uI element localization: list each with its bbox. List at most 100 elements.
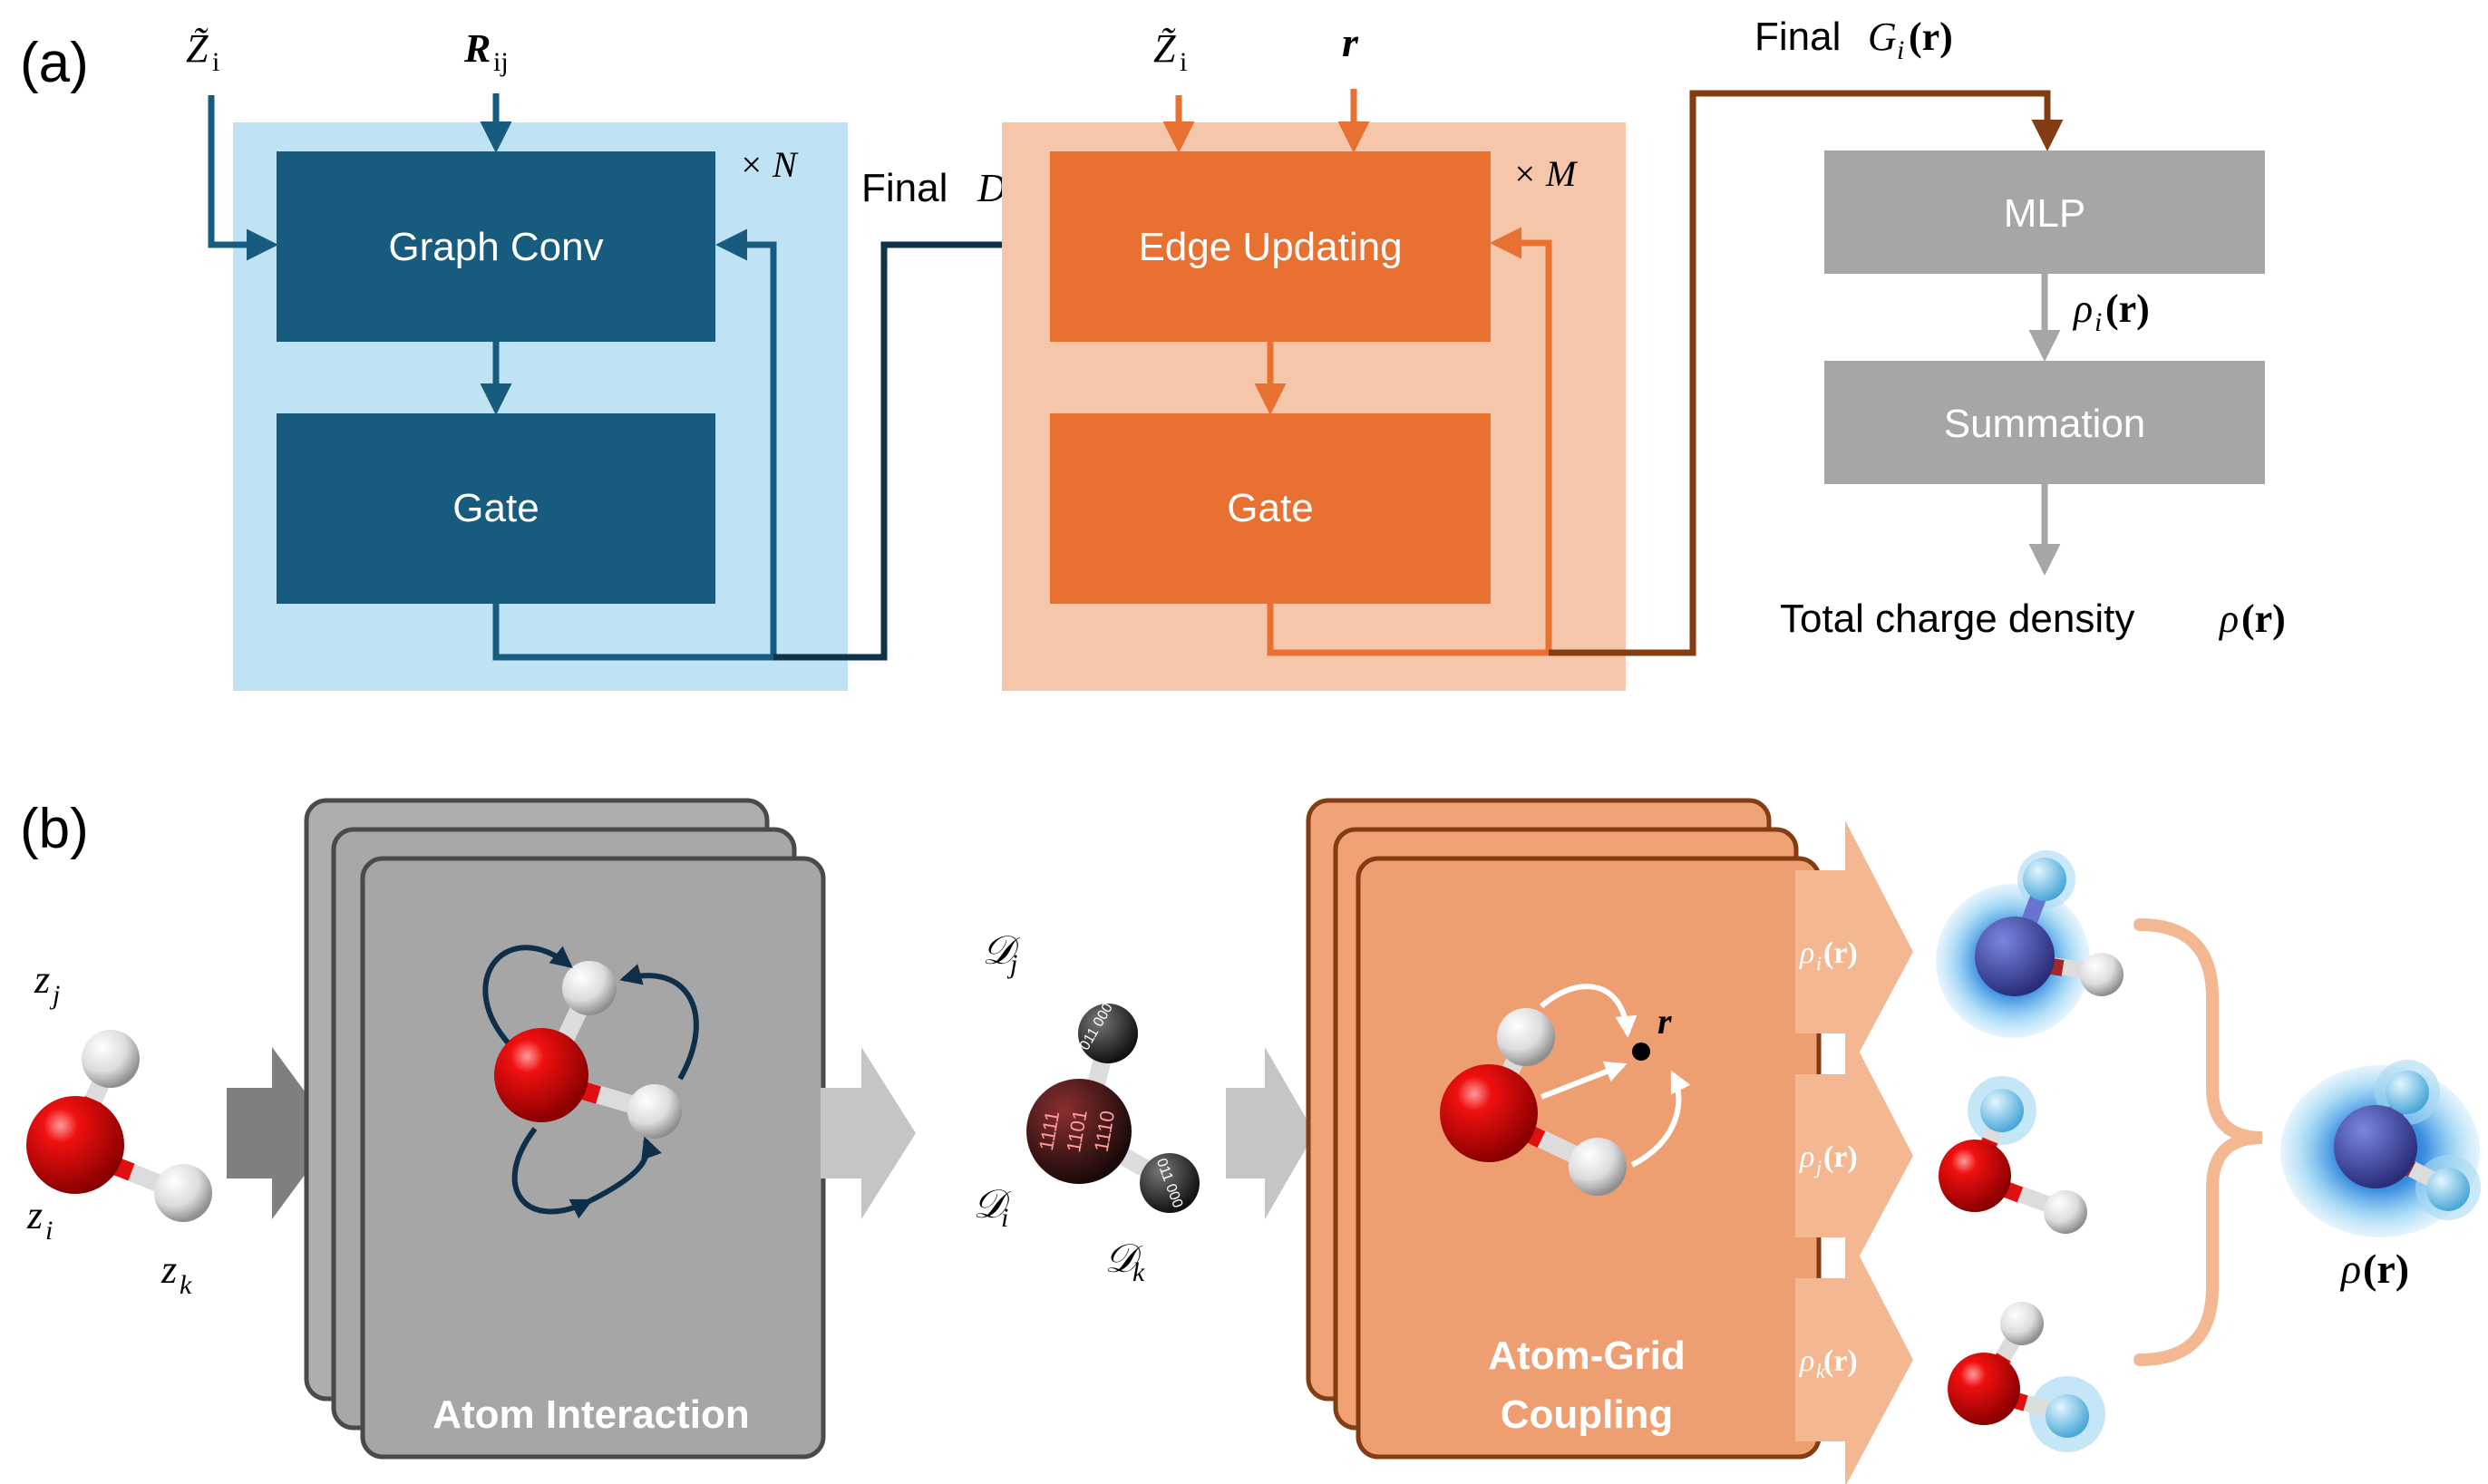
svg-text:j: j [49, 980, 60, 1010]
svg-text:j: j [1813, 1156, 1822, 1178]
rho-i-arrow [1795, 820, 1913, 1079]
descriptor-molecule: 011 000 011 000 1111 1101 1110 [1026, 1001, 1200, 1213]
svg-text:i: i [212, 47, 219, 77]
svg-text:(r): (r) [1823, 1344, 1858, 1378]
svg-text:z: z [34, 957, 50, 1002]
svg-text:ρ: ρ [1799, 1140, 1814, 1174]
svg-text:R: R [463, 26, 491, 71]
svg-text:k: k [1132, 1257, 1145, 1287]
svg-text:(r): (r) [1909, 15, 1953, 59]
svg-text:Final: Final [861, 166, 948, 210]
svg-text:i: i [1816, 952, 1822, 975]
final-d-label: Final D i [861, 166, 1012, 217]
density-molecule-i [1936, 850, 2124, 1038]
descriptor-label-dk: 𝒟 k [1104, 1237, 1145, 1287]
z-input-arrow-1 [208, 95, 278, 261]
summation-box [1824, 361, 2265, 484]
svg-text:z: z [160, 1247, 177, 1292]
rho-i-arrow-label: ρ i (r) [1799, 936, 1858, 975]
svg-text:D: D [977, 166, 1006, 210]
r-ij-input: R ij [463, 26, 509, 77]
final-g-label: Final G i (r) [1754, 15, 1953, 65]
svg-text:(r): (r) [2241, 597, 2286, 641]
svg-text:G: G [1868, 15, 1897, 59]
svg-text:k: k [180, 1270, 192, 1300]
svg-text:Z̃: Z̃ [1153, 26, 1176, 71]
svg-text:(r): (r) [1823, 936, 1858, 970]
gate-label-2: Gate [1227, 486, 1313, 530]
svg-text:Z̃: Z̃ [186, 26, 209, 71]
svg-text:i: i [45, 1216, 53, 1246]
svg-text:i: i [1897, 35, 1904, 65]
svg-text:ρ: ρ [1799, 936, 1814, 970]
svg-text:ρ: ρ [1799, 1344, 1814, 1378]
panel-a-label: (a) [20, 32, 89, 94]
svg-text:(r): (r) [2363, 1246, 2409, 1292]
svg-text:ij: ij [493, 47, 509, 77]
atom-grid-coupling-label: Atom-Grid Coupling [1488, 1334, 1686, 1437]
atom-label-zk: z k [160, 1247, 192, 1300]
rho-j-arrow-label: ρ j (r) [1799, 1140, 1858, 1178]
svg-text:i: i [1180, 47, 1187, 77]
svg-text:i: i [2094, 307, 2102, 337]
grid-point-label: r [1657, 1001, 1672, 1042]
input-flow-arrow [227, 1047, 335, 1219]
input-water-molecule [26, 1030, 212, 1222]
svg-text:ρ: ρ [2218, 597, 2239, 641]
atom-interaction-label: Atom Interaction [432, 1392, 750, 1437]
descriptor-flow-arrow [821, 1047, 916, 1219]
coupling-arrows [1540, 984, 1691, 1168]
graph-conv-box [277, 151, 715, 342]
mlp-box [1824, 150, 2265, 274]
rho-k-arrow-label: ρ k (r) [1799, 1344, 1858, 1382]
interacting-molecule [494, 961, 682, 1139]
rho-i-label: ρ i (r) [2072, 286, 2150, 337]
svg-text:k: k [1816, 1360, 1826, 1382]
svg-text:i: i [1001, 1203, 1008, 1233]
rho-arrows [1795, 820, 1913, 1484]
graph-conv-label: Graph Conv [388, 225, 603, 269]
mlp-label: MLP [2004, 191, 2085, 236]
descriptor-label-dj: 𝒟 j [982, 928, 1021, 979]
svg-text:ρ: ρ [2072, 286, 2093, 331]
svg-text:Total charge density: Total charge density [1780, 597, 2134, 641]
svg-text:(r): (r) [1823, 1140, 1858, 1174]
z-tilde-input-2: Z̃ i [1153, 26, 1187, 77]
final-d-arrow [773, 228, 1049, 661]
edge-updating-label: Edge Updating [1138, 225, 1402, 269]
svg-text:Atom-Grid: Atom-Grid [1488, 1334, 1686, 1378]
coupling-flow-arrow [1226, 1047, 1315, 1219]
gate-box-2 [1050, 413, 1491, 604]
descriptor-label-di: 𝒟 i [973, 1182, 1012, 1233]
sum-brace [2133, 918, 2263, 1366]
edge-updating-box [1050, 151, 1491, 342]
repeat-m-label: × M [1512, 153, 1579, 194]
gate-label-1: Gate [452, 486, 539, 530]
summation-label: Summation [1944, 402, 2146, 446]
r-input-label: r [1342, 19, 1359, 65]
final-g-arrow [1549, 90, 2064, 656]
gate-box-1 [277, 413, 715, 604]
total-density-label: ρ (r) [2339, 1246, 2409, 1292]
grid-point-dot [1632, 1043, 1650, 1061]
rho-k-arrow [1795, 1228, 1913, 1484]
svg-text:(r): (r) [2105, 286, 2150, 331]
atom-label-zj: z j [34, 957, 60, 1010]
svg-text:Final: Final [1754, 15, 1841, 59]
coupling-molecule [1440, 1008, 1627, 1196]
panel-b-label: (b) [20, 798, 89, 860]
interaction-arrows [482, 945, 699, 1219]
density-molecule-k [1948, 1302, 2105, 1452]
density-molecule-j [1939, 1076, 2087, 1234]
svg-text:Coupling: Coupling [1501, 1392, 1674, 1437]
repeat-n-label: × N [739, 144, 799, 185]
rho-j-arrow [1795, 1024, 1913, 1283]
atom-interaction-stack [304, 798, 826, 1460]
z-tilde-input-1: Z̃ i [186, 26, 219, 77]
svg-text:z: z [26, 1193, 43, 1237]
svg-text:ρ: ρ [2339, 1246, 2361, 1292]
total-density-molecule [2280, 1060, 2481, 1237]
svg-text:j: j [1006, 949, 1017, 979]
total-charge-density-label: Total charge density ρ (r) [1780, 597, 2286, 641]
